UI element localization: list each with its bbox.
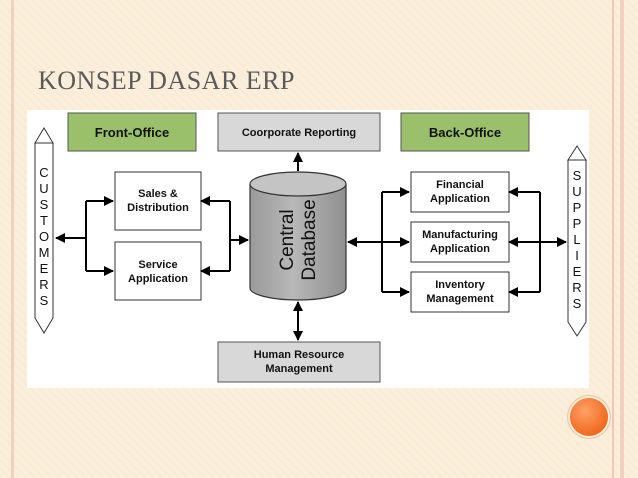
sales-distribution-box: Sales & Distribution — [114, 171, 202, 231]
customers-letter-6: M — [39, 245, 50, 260]
inventory-management-line-1: Inventory — [435, 279, 485, 291]
sales-distribution-line-2: Distribution — [127, 202, 189, 214]
back-office-label: Back-Office — [429, 125, 501, 140]
human-resource-box: Human Resource Management — [217, 341, 381, 383]
front-office-box: Front-Office — [67, 112, 197, 152]
customers-letter-3: S — [40, 197, 49, 212]
customers-letter-8: R — [39, 277, 48, 292]
suppliers-letter-7: E — [573, 264, 582, 279]
right-decorative-rule-inner — [612, 0, 614, 478]
financial-application-line-1: Financial — [436, 179, 484, 191]
inventory-management-line-2: Management — [426, 293, 494, 305]
manufacturing-application-box: Manufacturing Application — [410, 221, 510, 263]
human-resource-line-1: Human Resource — [254, 349, 344, 361]
suppliers-banner: S U P P L I E R S — [567, 145, 587, 337]
suppliers-letter-9: S — [573, 296, 582, 311]
financial-application-box: Financial Application — [410, 171, 510, 213]
connectors — [55, 152, 567, 341]
suppliers-letter-4: P — [573, 216, 582, 231]
customers-letter-9: S — [40, 293, 49, 308]
suppliers-letter-5: L — [573, 232, 580, 247]
customers-letter-7: E — [40, 261, 49, 276]
front-office-label: Front-Office — [95, 125, 169, 140]
financial-application-line-2: Application — [430, 193, 490, 205]
central-database-line-2: Database — [299, 199, 320, 280]
left-decorative-rule — [11, 0, 14, 478]
orange-bullet-dot — [570, 398, 608, 436]
human-resource-line-2: Management — [265, 363, 333, 375]
manufacturing-application-line-1: Manufacturing — [422, 229, 498, 241]
corporate-reporting-box: Coorporate Reporting — [217, 112, 381, 152]
customers-letter-1: C — [39, 165, 48, 180]
service-application-box: Service Application — [114, 241, 202, 301]
back-office-box: Back-Office — [400, 112, 530, 152]
customers-banner: C U S T O M E R S — [34, 127, 54, 334]
suppliers-letter-3: P — [573, 200, 582, 215]
corporate-reporting-label: Coorporate Reporting — [242, 127, 356, 139]
service-application-line-1: Service — [138, 259, 177, 271]
suppliers-letter-1: S — [573, 168, 582, 183]
slide-title: KONSEP DASAR ERP — [38, 66, 295, 95]
customers-letter-4: T — [40, 213, 48, 228]
central-database-line-1: Central — [277, 209, 298, 270]
service-application-line-2: Application — [128, 273, 188, 285]
manufacturing-application-line-2: Application — [430, 243, 490, 255]
suppliers-letter-8: R — [572, 280, 581, 295]
right-decorative-rule-outer — [620, 0, 624, 478]
sales-distribution-line-1: Sales & — [138, 188, 178, 200]
central-database-cylinder: Central Database — [249, 171, 347, 301]
inventory-management-box: Inventory Management — [410, 271, 510, 313]
suppliers-letter-6: I — [575, 248, 579, 263]
customers-letter-5: O — [39, 229, 49, 244]
customers-letter-2: U — [39, 181, 48, 196]
suppliers-letter-2: U — [572, 184, 581, 199]
